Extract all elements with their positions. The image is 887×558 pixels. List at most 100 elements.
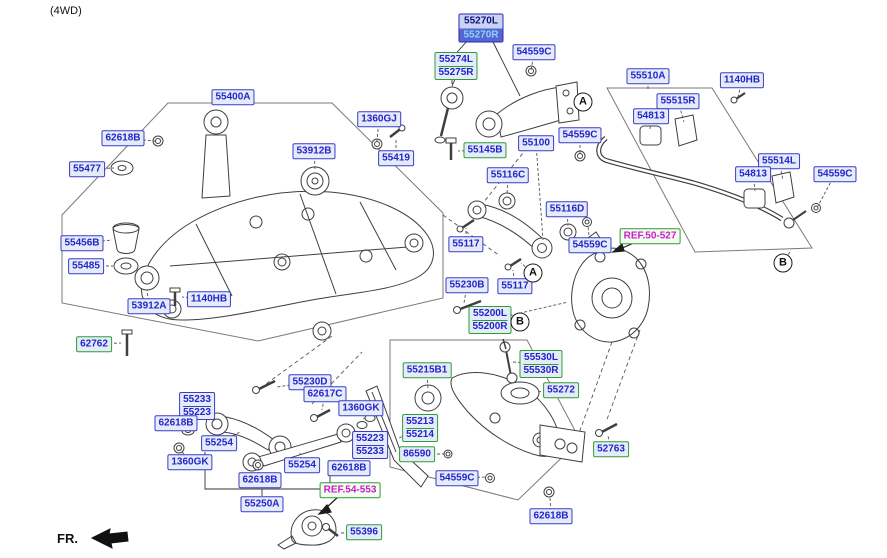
part-number: 55223 [356,433,384,444]
part-label-55254[interactable]: 55254 [201,435,237,451]
front-direction-arrow [90,528,129,549]
part-label-54559c[interactable]: 54559C [558,127,602,143]
part-number: 53912B [296,145,332,157]
part-number: 54559C [516,46,552,58]
part-number: 54559C [817,168,853,180]
part-label-1360gk[interactable]: 1360GK [338,400,384,416]
part-label-53912b[interactable]: 53912B [292,143,336,159]
part-number: 55117 [452,238,480,250]
part-label-54559c[interactable]: 54559C [512,44,556,60]
part-label-55116c[interactable]: 55116C [486,167,530,183]
part-label-55419[interactable]: 55419 [378,150,414,166]
part-label-54813[interactable]: 54813 [735,166,771,182]
part-number: 54813 [637,110,665,122]
part-label-62617c[interactable]: 62617C [303,386,347,402]
part-number: 54559C [439,472,475,484]
part-label-55215b1[interactable]: 55215B1 [402,362,452,378]
part-label-55100[interactable]: 55100 [518,135,554,151]
part-number: 54559C [562,129,598,141]
part-label-62762[interactable]: 62762 [76,336,112,352]
part-label-55272[interactable]: 55272 [543,382,579,398]
part-label-ref54-553[interactable]: REF.54-553 [319,482,381,498]
part-label-54559c[interactable]: 54559C [568,237,612,253]
part-label-55396[interactable]: 55396 [346,524,382,540]
part-number: 55272 [547,384,575,396]
view-callout-b: B [510,312,530,332]
part-number: 55515R [660,95,696,107]
part-number: 55230D [292,376,328,388]
part-number: REF.50-527 [623,230,677,242]
part-number: 53912A [131,300,167,312]
part-label-55485[interactable]: 55485 [68,258,104,274]
trailing-arm-mount-drawing [277,509,339,550]
trailing-arm-drawing [434,81,580,144]
part-label-1360gk[interactable]: 1360GK [167,454,213,470]
part-number: 62618B [242,474,278,486]
part-number: 1140HB [190,293,228,305]
part-number: 55200L [473,308,507,319]
part-label-ref50-527[interactable]: REF.50-527 [619,228,681,244]
part-label-55116d[interactable]: 55116D [545,201,589,217]
part-number: 54813 [739,168,767,180]
part-label-52763[interactable]: 52763 [593,441,629,457]
part-number: 1360GJ [361,113,397,125]
part-label-55145b[interactable]: 55145B [463,142,507,158]
part-label-55514l[interactable]: 55514L [758,153,800,169]
part-number: 55233 [183,394,211,405]
part-number: 55419 [382,152,410,164]
part-label-55515r[interactable]: 55515R [656,93,700,109]
part-number: 52763 [597,443,625,455]
part-number: 55485 [72,260,100,272]
part-label-1140hb[interactable]: 1140HB [719,72,765,88]
view-callout-a: A [523,263,543,283]
part-number: 55223 [183,405,211,418]
part-label-62618b[interactable]: 62618B [101,130,145,146]
part-number: 86590 [403,448,431,460]
part-label-1360gj[interactable]: 1360GJ [357,111,401,127]
part-number: 62762 [80,338,108,350]
part-label-55250a[interactable]: 55250A [240,496,284,512]
part-label-62618b[interactable]: 62618B [154,415,198,431]
part-label-86590[interactable]: 86590 [399,446,435,462]
part-number: 55233 [356,444,384,457]
part-label-55400a[interactable]: 55400A [211,89,255,105]
part-label-55477[interactable]: 55477 [69,161,105,177]
part-number: 55254 [288,459,316,471]
part-label-62618b[interactable]: 62618B [238,472,282,488]
part-label-55230b[interactable]: 55230B [445,277,489,293]
part-label-54813[interactable]: 54813 [633,108,669,124]
view-callout-b: B [773,253,793,273]
part-number: 55214 [406,427,434,440]
part-number: 1360GK [342,402,380,414]
part-number: 55530L [524,352,558,363]
part-label-1140hb[interactable]: 1140HB [186,291,232,307]
part-label-55117[interactable]: 55117 [497,278,533,294]
part-label-54559c[interactable]: 54559C [813,166,857,182]
part-label-55117[interactable]: 55117 [448,236,484,252]
front-label: FR. [57,531,78,546]
part-number: 62618B [533,510,569,522]
part-label-53912a[interactable]: 53912A [127,298,171,314]
part-label-62618b[interactable]: 62618B [529,508,573,524]
part-label-55456b[interactable]: 55456B [60,235,104,251]
part-number: 55250A [244,498,280,510]
part-label-62618b[interactable]: 62618B [327,460,371,476]
subframe-crossmember-drawing [141,109,434,341]
part-number: 62618B [158,417,194,429]
part-number: 1360GK [171,456,209,468]
part-label-55254[interactable]: 55254 [284,457,320,473]
part-label-54559c[interactable]: 54559C [435,470,479,486]
part-label-55510a[interactable]: 55510A [626,68,670,84]
part-number: 55530R [523,363,559,376]
part-number: REF.54-553 [323,484,377,496]
part-number: 55274L [439,54,473,65]
part-number: 55230B [449,279,485,291]
knuckle-drawing [571,231,650,343]
